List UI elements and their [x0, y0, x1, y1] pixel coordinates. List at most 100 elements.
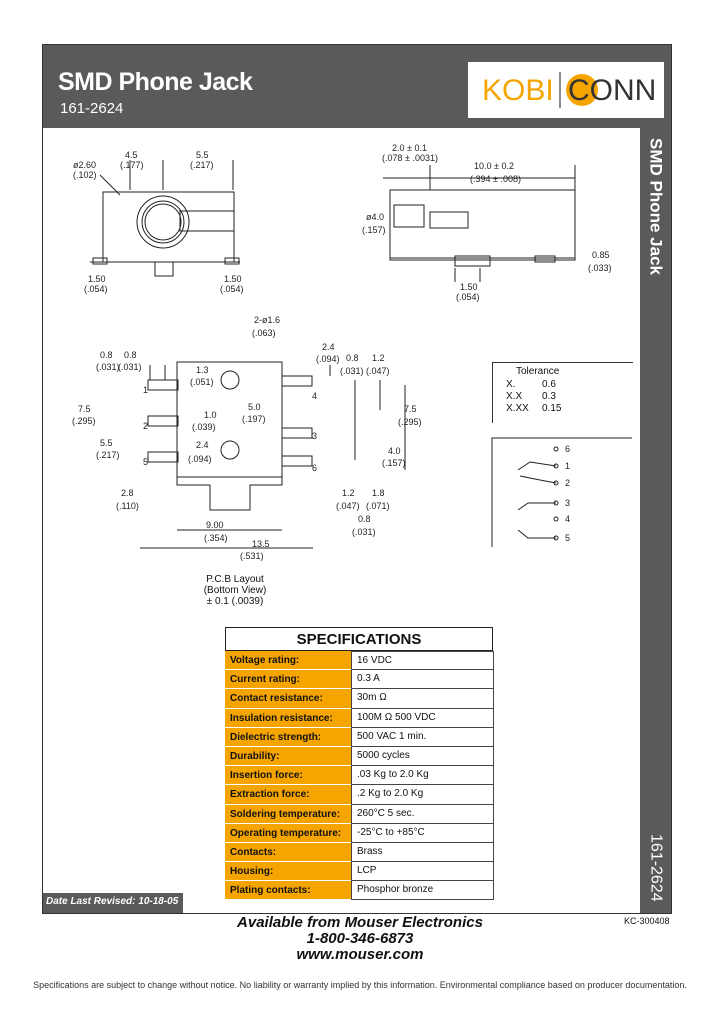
- pcb-dim-2-4-right: 2.4: [322, 342, 335, 352]
- pcb-dim-7-5-right: 7.5: [404, 404, 417, 414]
- page-frame: [42, 44, 672, 914]
- spec-value: 16 VDC: [351, 651, 494, 671]
- schem-pin-6: 6: [565, 444, 570, 454]
- dim-4-5-in: (.177): [120, 160, 144, 170]
- spec-value: 0.3 A: [351, 670, 494, 690]
- side-part-number: 161-2624: [647, 833, 665, 902]
- spec-label: Durability:: [225, 746, 351, 767]
- pcb-dim-1-3-in: (.051): [190, 377, 214, 387]
- schem-pin-4: 4: [565, 514, 570, 524]
- pcb-dim-9-00-in: (.354): [204, 533, 228, 543]
- part-number: 161-2624: [60, 100, 124, 117]
- pcb-dim-0-8-right-in: (.031): [340, 366, 364, 376]
- pcb-pin-6: 6: [312, 463, 317, 473]
- spec-row: Contacts:Brass: [225, 842, 494, 863]
- spec-label: Operating temperature:: [225, 823, 351, 843]
- pcb-pin-5: 5: [143, 457, 148, 467]
- side-view-drawing: [383, 165, 576, 282]
- schem-pin-1: 1: [565, 461, 570, 471]
- dim-10-0: 10.0 ± 0.2: [474, 161, 514, 171]
- schem-pin-2: 2: [565, 478, 570, 488]
- pcb-dim-1-3: 1.3: [196, 365, 209, 375]
- tolerance-title: Tolerance: [516, 366, 560, 377]
- logo-kobi-text: KOBI: [482, 74, 554, 107]
- spec-value: -25°C to +85°C: [351, 823, 494, 843]
- schematic-drawing: [491, 437, 632, 547]
- pcb-hole-dim-in: (.063): [252, 328, 276, 338]
- pcb-dim-2-8: 2.8: [121, 488, 134, 498]
- pcb-dim-5-5: 5.5: [100, 438, 113, 448]
- spec-label: Housing:: [225, 862, 351, 882]
- tolerance-val-1: 0.6: [542, 379, 556, 390]
- pcb-pin-3: 3: [312, 431, 317, 441]
- pcb-dim-2-8-in: (.110): [116, 501, 139, 511]
- pcb-dim-0-8a: 0.8: [100, 350, 113, 360]
- pcb-dim-5-0: 5.0: [248, 402, 261, 412]
- dim-dia-2-60: ø2.60: [73, 160, 96, 170]
- pcb-pin-2: 2: [143, 421, 148, 431]
- spec-label: Plating contacts:: [225, 881, 351, 901]
- website-link[interactable]: www.mouser.com: [296, 946, 424, 963]
- tolerance-fmt-3: X.XX: [506, 403, 529, 414]
- spec-label: Contact resistance:: [225, 689, 351, 709]
- spec-value: 5000 cycles: [351, 746, 494, 767]
- spec-value: 500 VAC 1 min.: [351, 727, 494, 747]
- tolerance-box: [492, 362, 633, 423]
- logo-conn-text: CONN: [568, 74, 656, 107]
- dim-0-85-in: (.033): [588, 263, 612, 273]
- pcb-dim-7-5-right-in: (.295): [398, 417, 422, 427]
- pcb-dim-1-8: 1.8: [372, 488, 385, 498]
- tolerance-val-3: 0.15: [542, 403, 562, 414]
- page-title: SMD Phone Jack: [58, 68, 253, 96]
- spec-label: Contacts:: [225, 842, 351, 863]
- spec-label: Voltage rating:: [225, 651, 351, 671]
- phone-number: 1-800-346-6873: [306, 930, 414, 947]
- pcb-dim-7-5-left-in: (.295): [72, 416, 96, 426]
- pcb-dim-1-0-in: (.039): [192, 422, 216, 432]
- dim-0-85: 0.85: [592, 250, 610, 260]
- availability-block: Available from Mouser Electronics 1-800-…: [0, 915, 720, 963]
- pcb-pin-4: 4: [312, 391, 317, 401]
- pcb-dim-0-8-bottom: 0.8: [358, 514, 371, 524]
- disclaimer: Specifications are subject to change wit…: [33, 980, 687, 990]
- spec-label: Extraction force:: [225, 785, 351, 805]
- spec-value: 260°C 5 sec.: [351, 804, 494, 824]
- tolerance-fmt-1: X.: [506, 379, 516, 390]
- pcb-dim-7-5-left: 7.5: [78, 404, 91, 414]
- spec-row: Durability:5000 cycles: [225, 746, 494, 767]
- spec-label: Dielectric strength:: [225, 727, 351, 747]
- spec-label: Current rating:: [225, 670, 351, 690]
- logo-circle: [566, 74, 598, 106]
- spec-row: Insulation resistance:100M Ω 500 VDC: [225, 708, 494, 728]
- dim-right-1-50: 1.50: [224, 274, 242, 284]
- spec-value: LCP: [351, 862, 494, 882]
- spec-label: Insertion force:: [225, 766, 351, 786]
- pcb-dim-2-4: 2.4: [196, 440, 209, 450]
- dim-2-0-in: (.078 ± .0031): [382, 153, 438, 163]
- pcb-dim-0-8-bottom-in: (.031): [352, 527, 376, 537]
- pcb-hole-dim: 2-ø1.6: [254, 315, 280, 325]
- revised-bar: [43, 893, 183, 913]
- spec-value: 30m Ω: [351, 689, 494, 709]
- spec-value: Brass: [351, 842, 494, 863]
- spec-row: Contact resistance:30m Ω: [225, 689, 494, 709]
- pcb-caption: P.C.B Layout (Bottom View) ± 0.1 (.0039): [150, 574, 320, 607]
- pcb-dim-5-5-in: (.217): [96, 450, 120, 460]
- pcb-dim-13-5-in: (.531): [240, 551, 264, 561]
- side-title: SMD Phone Jack: [646, 138, 666, 275]
- pcb-dim-5-0-in: (.197): [242, 414, 266, 424]
- pcb-pin-1: 1: [143, 385, 148, 395]
- spec-value: Phosphor bronze: [351, 881, 494, 901]
- spec-row: Voltage rating:16 VDC: [225, 651, 494, 671]
- pcb-dim-1-0: 1.0: [204, 410, 217, 420]
- dim-4-5: 4.5: [125, 150, 138, 160]
- pcb-dim-0-8b: 0.8: [124, 350, 137, 360]
- pcb-dim-1-2-right-in: (.047): [366, 366, 390, 376]
- spec-label: Insulation resistance:: [225, 708, 351, 728]
- dim-left-1-50-in: (.054): [84, 284, 108, 294]
- dim-left-1-50: 1.50: [88, 274, 106, 284]
- pcb-dim-0-8a-in: (.031): [96, 362, 120, 372]
- available-from: Available from Mouser Electronics: [237, 914, 483, 931]
